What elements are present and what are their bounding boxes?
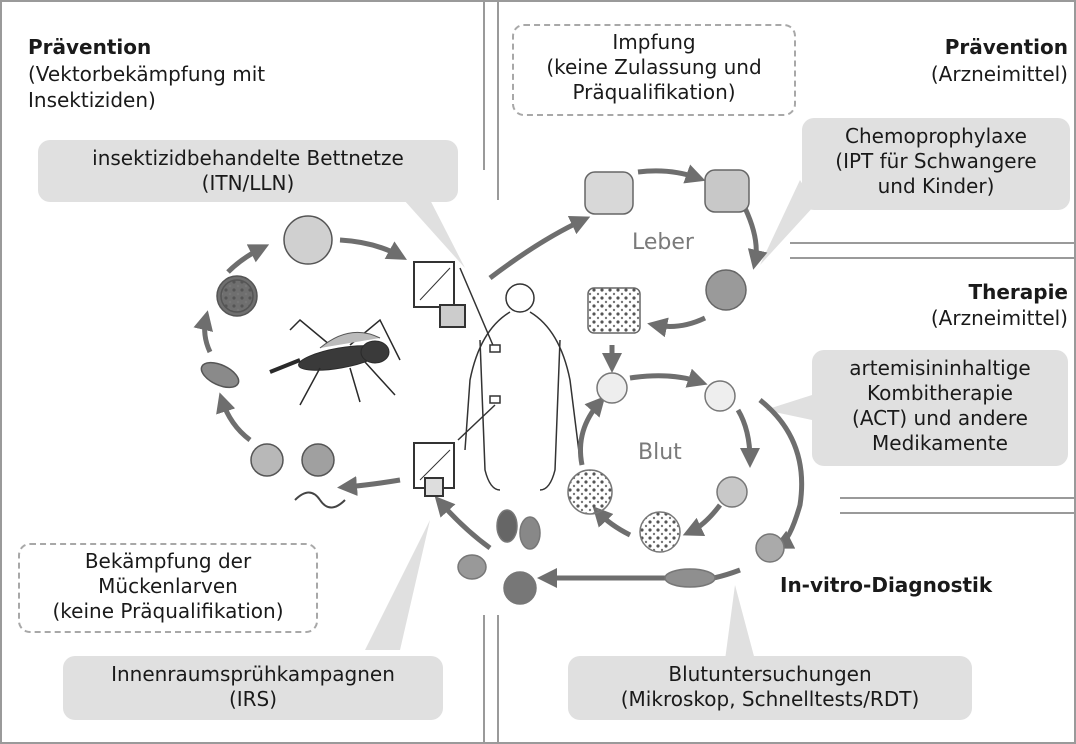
bednets-callout: insektizidbehandelte Bettnetze (ITN/LLN) (38, 140, 458, 202)
larvae-line-2: Mückenlarven (28, 574, 308, 599)
irs-line-2: (IRS) (73, 687, 433, 712)
act-line-3: (ACT) und andere (822, 406, 1058, 431)
act-line-2: Kombitherapie (822, 381, 1058, 406)
skin-sample-icons (414, 262, 465, 496)
vaccine-line-3: Präqualifikation) (522, 80, 786, 105)
chemoprophylaxis-callout: Chemoprophylaxe (IPT für Schwangere und … (802, 118, 1070, 210)
right-prevention-heading: Prävention (945, 35, 1068, 59)
bloodtest-callout: Blutuntersuchungen (Mikroskop, Schnellte… (568, 656, 972, 720)
liver-label: Leber (632, 230, 694, 255)
vaccine-box: Impfung (keine Zulassung und Präqualifik… (512, 24, 796, 116)
chemo-line-1: Chemoprophylaxe (812, 124, 1060, 149)
diagnostics-heading: In-vitro-Diagnostik (780, 573, 992, 597)
act-callout: artemisininhaltige Kombitherapie (ACT) u… (812, 350, 1068, 466)
act-line-1: artemisininhaltige (822, 356, 1058, 381)
act-line-4: Medikamente (822, 431, 1058, 456)
larvae-control-box: Bekämpfung der Mückenlarven (keine Präqu… (18, 543, 318, 633)
blood-label: Blut (638, 440, 682, 465)
bloodtest-line-2: (Mikroskop, Schnelltests/RDT) (578, 687, 962, 712)
larvae-line-3: (keine Präqualifikation) (28, 599, 308, 624)
left-prevention-sub-2: Insektiziden) (28, 88, 156, 112)
bednets-line-2: (ITN/LLN) (48, 171, 448, 196)
left-prevention-heading: Prävention (28, 35, 151, 59)
chemo-line-3: und Kinder) (812, 174, 1060, 199)
vaccine-line-2: (keine Zulassung und (522, 55, 786, 80)
therapy-sub: (Arzneimittel) (931, 306, 1068, 330)
therapy-heading: Therapie (968, 280, 1068, 304)
right-prevention-sub: (Arzneimittel) (931, 62, 1068, 86)
mosquito-icon (270, 320, 400, 405)
irs-callout: Innenraumsprühkampagnen (IRS) (63, 656, 443, 720)
larvae-line-1: Bekämpfung der (28, 549, 308, 574)
bednets-line-1: insektizidbehandelte Bettnetze (48, 146, 448, 171)
vaccine-line-1: Impfung (522, 30, 786, 55)
irs-line-1: Innenraumsprühkampagnen (73, 662, 433, 687)
left-prevention-sub-1: (Vektorbekämpfung mit (28, 62, 265, 86)
chemo-line-2: (IPT für Schwangere (812, 149, 1060, 174)
bloodtest-line-1: Blutuntersuchungen (578, 662, 962, 687)
human-silhouette (458, 268, 580, 490)
